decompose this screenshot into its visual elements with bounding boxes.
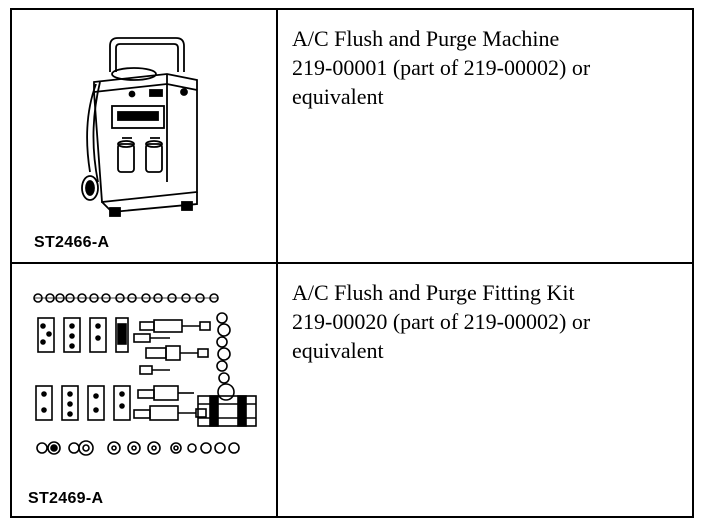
fitting-kit-figure-cell: ST2469-A <box>12 264 278 516</box>
fitting-kit-description: A/C Flush and Purge Fitting Kit 219-0002… <box>278 264 692 516</box>
machine-figure-cell: ST2466-A <box>12 10 278 264</box>
machine-name: A/C Flush and Purge Machine <box>292 26 560 51</box>
fitting-kit-figure-code: ST2469-A <box>28 490 104 507</box>
special-tools-table: ST2466-A A/C Flush and Purge Machine 219… <box>10 8 694 518</box>
fitting-kit-icon <box>33 293 257 456</box>
machine-part-number: 219-00001 (part of 219-00002) or <box>292 55 591 80</box>
flush-purge-machine-icon <box>81 37 198 217</box>
fitting-kit-name: A/C Flush and Purge Fitting Kit <box>292 280 575 305</box>
machine-figure-code: ST2466-A <box>34 234 110 251</box>
machine-description: A/C Flush and Purge Machine 219-00001 (p… <box>278 10 692 264</box>
machine-equivalent: equivalent <box>292 84 384 109</box>
fitting-kit-equivalent: equivalent <box>292 338 384 363</box>
fitting-kit-part-number: 219-00020 (part of 219-00002) or <box>292 309 591 334</box>
